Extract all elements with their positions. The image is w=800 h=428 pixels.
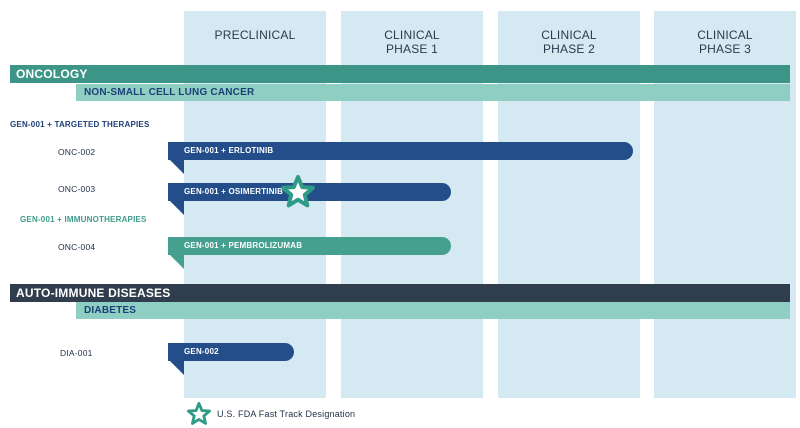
- phase-header-line2: PHASE 2: [542, 42, 596, 56]
- program-code: ONC-002: [58, 147, 96, 157]
- legend-star-icon: [187, 402, 211, 425]
- program-bar-label: GEN-001 + PEMBROLIZUMAB: [184, 241, 303, 250]
- phase-header-line2: PHASE 1: [385, 42, 439, 56]
- legend-fast-track-label: U.S. FDA Fast Track Designation: [217, 409, 356, 419]
- bar-tail: [168, 158, 184, 174]
- phase-header-phase-1: CLINICAL PHASE 1: [341, 28, 483, 56]
- phase-header-line1: PRECLINICAL: [214, 28, 296, 42]
- phase-header-phase-3: CLINICAL PHASE 3: [654, 28, 796, 56]
- group-label-targeted-therapies: GEN-001 + TARGETED THERAPIES: [10, 120, 150, 129]
- program-code: DIA-001: [60, 348, 93, 358]
- phase-header-line2: PHASE 3: [698, 42, 752, 56]
- bar-tail: [168, 359, 184, 375]
- group-label-immunotherapies: GEN-001 + IMMUNOTHERAPIES: [20, 215, 147, 224]
- phase-header-preclinical: PRECLINICAL: [184, 28, 326, 42]
- bar-tail: [168, 253, 184, 269]
- phase-header-line1: CLINICAL: [384, 28, 440, 42]
- section-band-oncology: ONCOLOGY: [10, 65, 790, 83]
- fast-track-star-icon: [281, 175, 315, 208]
- program-bar-onc-002: GEN-001 + ERLOTINIB: [168, 142, 633, 160]
- subsection-band-nsclc: NON-SMALL CELL LUNG CANCER: [76, 84, 790, 101]
- section-band-autoimmune: AUTO-IMMUNE DISEASES: [10, 284, 790, 302]
- program-bar-label: GEN-002: [184, 347, 219, 356]
- program-bar-label: GEN-001 + OSIMERTINIB: [184, 187, 284, 196]
- phase-header-phase-2: CLINICAL PHASE 2: [498, 28, 640, 56]
- program-bar-label: GEN-001 + ERLOTINIB: [184, 146, 274, 155]
- phase-header-line1: CLINICAL: [541, 28, 597, 42]
- program-code: ONC-003: [58, 184, 96, 194]
- bar-tail: [168, 199, 184, 215]
- program-code: ONC-004: [58, 242, 96, 252]
- program-bar-onc-004: GEN-001 + PEMBROLIZUMAB: [168, 237, 451, 255]
- program-bar-dia-001: GEN-002: [168, 343, 294, 361]
- subsection-band-diabetes: DIABETES: [76, 302, 790, 319]
- phase-header-line1: CLINICAL: [697, 28, 753, 42]
